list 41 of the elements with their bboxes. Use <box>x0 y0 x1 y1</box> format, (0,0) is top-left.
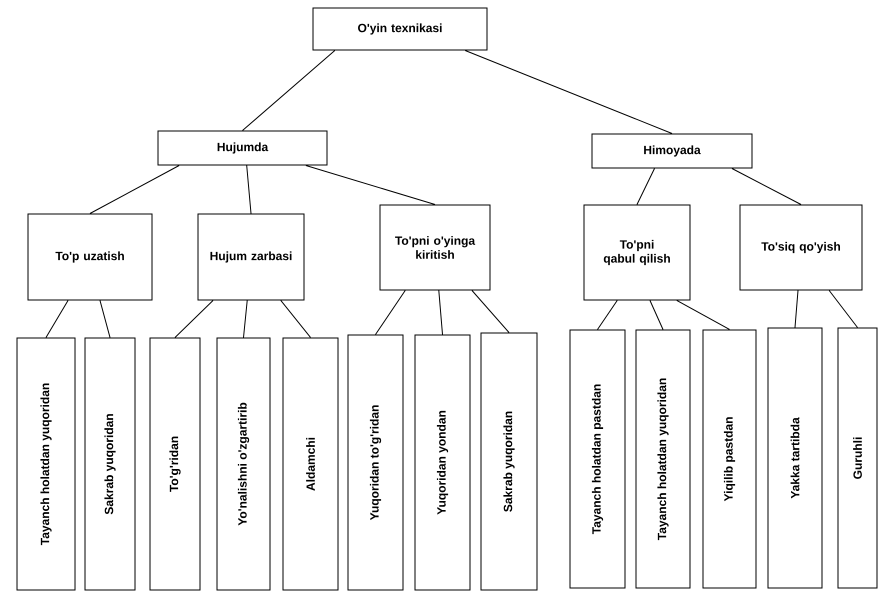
technique-box: Yuqoridan to'g'ridan <box>348 334 404 590</box>
technique-box: Yo'nalishni o'zgartirib <box>216 338 270 590</box>
connector-line <box>280 300 311 338</box>
connector-line <box>46 300 68 338</box>
technique-box: Sakrab yuqoridan <box>84 338 136 590</box>
technique-box: To'g'ridan <box>150 338 200 590</box>
connector-line <box>100 300 110 338</box>
connector-line <box>242 50 336 131</box>
connector-line <box>472 290 510 333</box>
connector-line <box>90 165 180 214</box>
category-box: To'pni qabul qilish <box>584 204 690 300</box>
connector-line <box>243 300 248 338</box>
technique-box: Tayanch holatdan yuqoridan <box>16 338 76 590</box>
connector-line <box>794 290 798 328</box>
connector-line <box>375 290 406 335</box>
technique-box: Tayanch holatdan yuqoridan <box>636 330 690 588</box>
category-box: To'p uzatish <box>28 214 152 300</box>
category-box: Hujum zarbasi <box>198 214 304 300</box>
technique-box: Yuqoridan yondan <box>414 334 470 590</box>
technique-box: Aldamchi <box>282 338 338 590</box>
connector-line <box>597 300 618 330</box>
connector-line <box>650 300 664 330</box>
technique-box: Yakka tartibda <box>768 328 822 588</box>
technique-box: Tayanch holatdan pastdan <box>570 330 626 588</box>
category-box: To'pni o'yinga kiritish <box>380 204 490 290</box>
category-box: O'yin texnikasi <box>312 8 488 50</box>
connector-line <box>305 165 436 205</box>
technique-box: Sakrab yuqoridan <box>480 332 538 590</box>
connector-line <box>246 165 252 214</box>
connector-line <box>464 50 672 134</box>
category-box: To'siq qo'yish <box>740 204 862 290</box>
category-box: Hujumda <box>158 130 328 166</box>
technique-box: Yiqilib pastdan <box>702 330 756 588</box>
connector-line <box>828 290 858 328</box>
connector-line <box>676 300 730 330</box>
connector-line <box>732 168 802 205</box>
connector-line <box>636 168 655 205</box>
technique-box: Guruhli <box>838 328 878 588</box>
connector-line <box>438 290 443 335</box>
connector-line <box>174 300 214 338</box>
category-box: Himoyada <box>592 134 752 168</box>
